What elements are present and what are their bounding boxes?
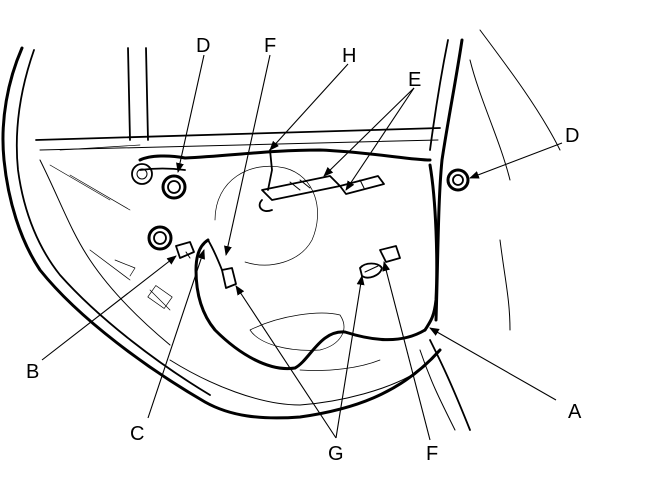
clip-f-lower — [379, 245, 401, 263]
label-d-right: D — [565, 125, 579, 147]
label-g: G — [328, 443, 344, 465]
label-b: B — [26, 361, 39, 383]
label-f-bottom: F — [426, 443, 438, 465]
label-c: C — [130, 423, 144, 445]
door-frame — [1, 29, 561, 431]
leader-lines — [41, 54, 563, 441]
connector-b — [175, 241, 195, 259]
label-a: A — [568, 401, 582, 423]
grommet-d-right — [446, 168, 470, 192]
wire-harness — [138, 148, 439, 371]
label-d-left: D — [196, 35, 210, 57]
grommet-d-left — [161, 174, 187, 200]
grommet-left-upper — [131, 163, 153, 185]
label-f-top: F — [264, 35, 276, 57]
grommet-left-lower — [147, 225, 173, 251]
clip-g — [359, 262, 383, 279]
label-e: E — [408, 69, 421, 91]
connector-block — [258, 149, 385, 212]
label-h: H — [342, 45, 356, 67]
clip-f-upper — [221, 267, 237, 289]
